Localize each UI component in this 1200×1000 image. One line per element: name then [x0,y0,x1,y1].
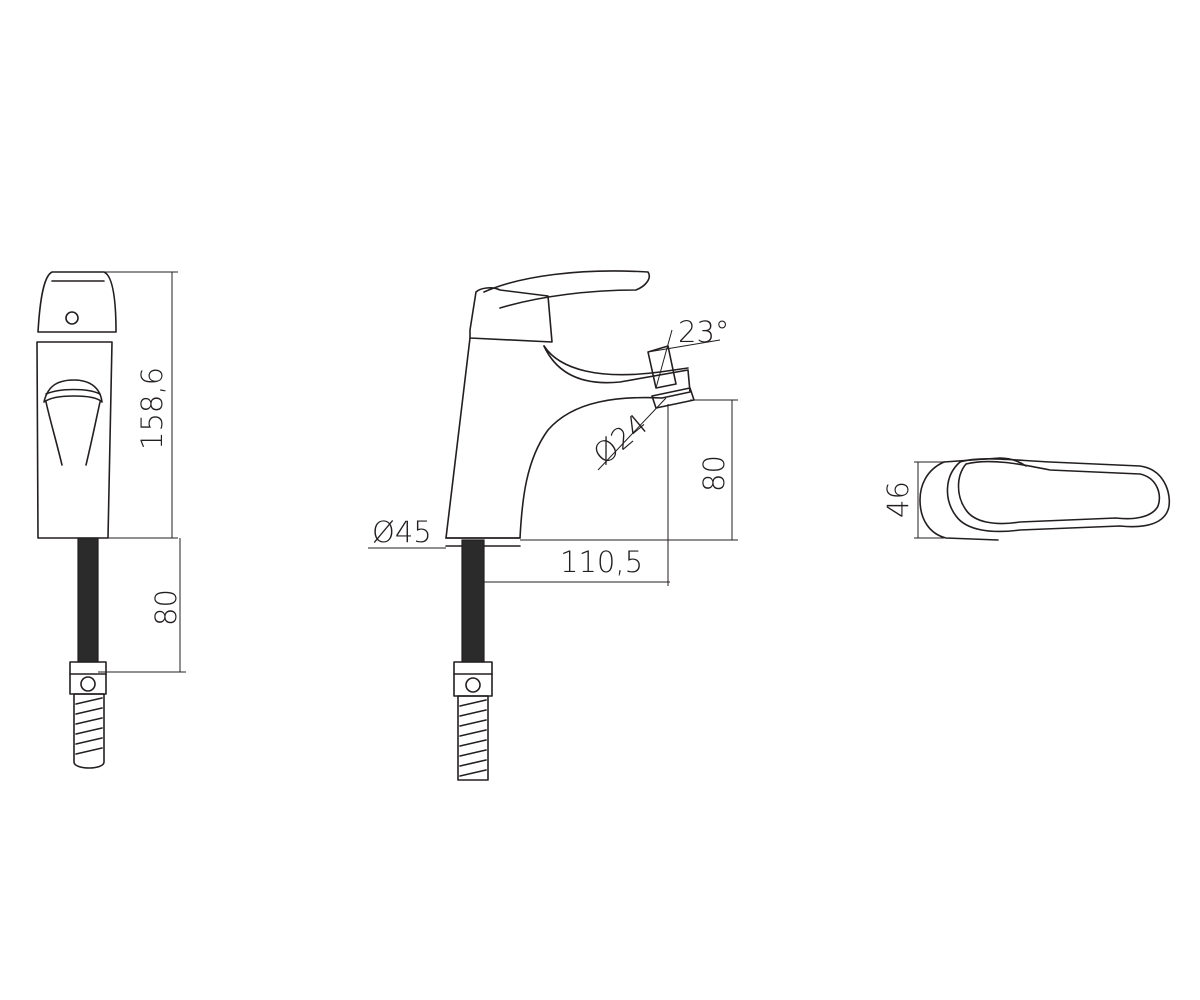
hose [77,537,99,663]
hose-nut [453,661,493,697]
cap-screw [65,311,79,325]
dim-top-width: 46 [881,481,915,518]
dim-hose-length: 80 [149,589,183,626]
braided-hose-end [457,695,489,781]
braided-hose-end [73,693,105,769]
dim-outlet-diameter: Ø24 [587,407,655,471]
mixer-body [445,337,691,539]
front-view: 158,6 80 [36,271,186,769]
dim-base-diameter: Ø45 [372,515,432,549]
hose-nut [69,661,107,695]
dim-outlet-height: 80 [697,455,731,492]
lever-top-outline [946,458,1171,533]
dim-reach: 110,5 [560,545,643,579]
top-view: 46 [881,457,1171,541]
hose [461,539,485,663]
base-outline [919,461,999,541]
handle-block [469,287,553,343]
dim-height-total: 158,6 [135,367,169,450]
dim-angle: 23° [678,315,729,349]
profile-view: 23° Ø24 80 Ø45 110,5 [368,270,738,781]
aerator [43,379,103,403]
tap-body [36,341,113,539]
lever-handle [483,270,651,309]
